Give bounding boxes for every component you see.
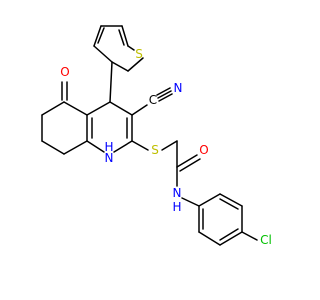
bond xyxy=(179,158,201,172)
bond xyxy=(113,140,133,153)
nitrogen-amide-label: N xyxy=(173,186,182,200)
bond xyxy=(118,29,125,46)
bond xyxy=(176,154,198,168)
bond xyxy=(41,140,65,155)
chlorine-label: Cl xyxy=(260,233,272,247)
bond xyxy=(219,193,243,207)
bond xyxy=(63,101,88,116)
chlorophenyl-ring xyxy=(198,193,243,246)
thiophene-ring xyxy=(93,25,144,72)
bond xyxy=(158,93,173,102)
bond xyxy=(156,87,171,96)
bond xyxy=(41,101,65,116)
ring-nitrogen-label: N xyxy=(105,151,114,165)
oxygen-amide-label: O xyxy=(199,143,208,157)
oxygen-ketone-label: O xyxy=(60,65,69,79)
sulfur-thioether-label: S xyxy=(151,143,159,157)
hydrogen-amide-label: H xyxy=(172,200,181,214)
bond xyxy=(127,57,144,72)
nitrile-carbon-label: C xyxy=(149,93,157,107)
bond xyxy=(111,61,129,72)
nitrile-nitrogen-label: N xyxy=(174,81,183,95)
bond xyxy=(93,25,102,47)
ring-nh-hydrogen-label: H xyxy=(104,140,113,154)
bond xyxy=(219,231,243,246)
bond xyxy=(131,140,149,151)
bond xyxy=(131,104,148,116)
bond xyxy=(121,25,129,47)
cyclohexenone-ring xyxy=(41,101,88,155)
bond xyxy=(161,140,178,151)
dihydropyridine-ring xyxy=(86,101,133,153)
bond xyxy=(181,197,200,207)
bond xyxy=(198,193,221,207)
bond xyxy=(86,101,111,116)
bond xyxy=(86,140,105,153)
bond xyxy=(97,27,105,44)
bond xyxy=(93,45,113,63)
bond xyxy=(127,45,135,51)
sulfur-thiophene-label: S xyxy=(135,47,143,61)
structure-svg: O S C N H N S O N H Cl xyxy=(41,25,272,247)
bond xyxy=(109,101,133,116)
bond xyxy=(157,90,172,99)
bond xyxy=(198,231,221,246)
bond xyxy=(219,198,239,210)
bond xyxy=(109,61,113,103)
bond xyxy=(63,140,88,155)
bond xyxy=(219,228,239,241)
molecule-diagram: O S C N H N S O N H Cl xyxy=(41,25,272,247)
bond xyxy=(241,231,258,241)
